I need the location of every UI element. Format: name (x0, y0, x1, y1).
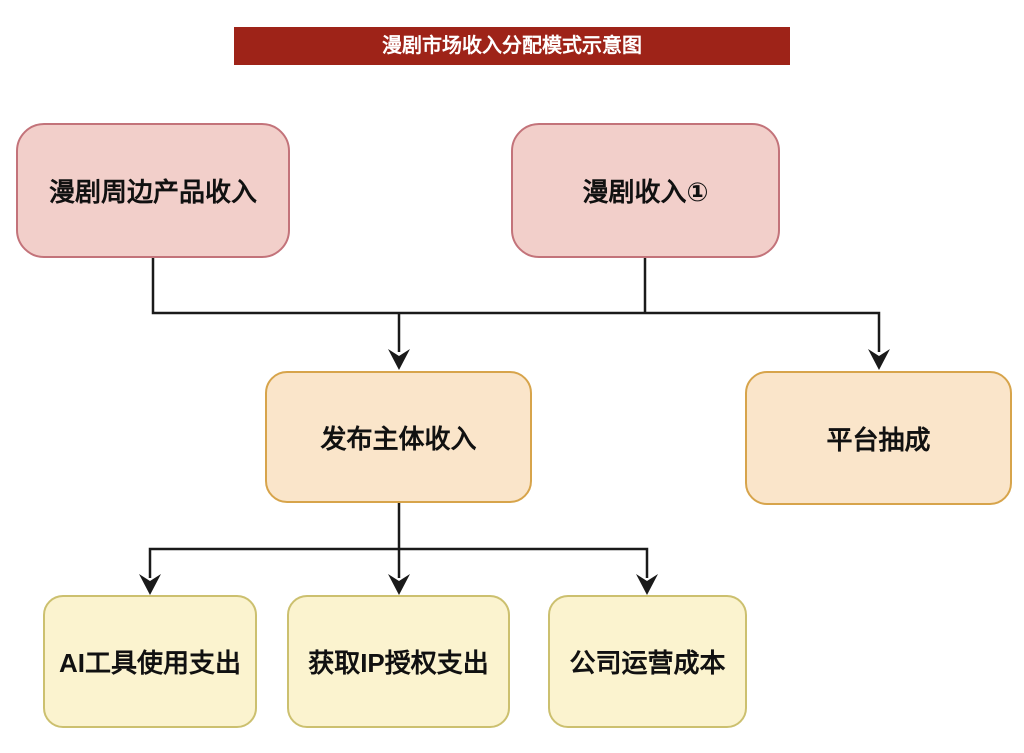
arrowhead-company-operating-cost (636, 574, 658, 595)
diagram-title: 漫剧市场收入分配模式示意图 (382, 35, 642, 57)
node-company-operating-cost-label: 公司运营成本 (569, 648, 726, 678)
node-publisher-income: 发布主体收入 (265, 371, 532, 503)
diagram-title-bar: 漫剧市场收入分配模式示意图 (234, 27, 790, 65)
node-ai-tool-expense-label: AI工具使用支出 (58, 648, 241, 678)
arrowhead-platform-cut (868, 349, 890, 370)
node-ip-license-expense-label: 获取IP授权支出 (308, 648, 489, 678)
arrowhead-ai-tool-expense (139, 574, 161, 595)
arrowhead-publisher-income (388, 349, 410, 370)
connector-merch-to-bus-and-platform (151, 258, 881, 352)
node-platform-cut-label: 平台抽成 (826, 424, 931, 455)
node-merch-income-label: 漫剧周边产品收入 (48, 177, 257, 207)
node-publisher-income-label: 发布主体收入 (320, 423, 477, 454)
node-ip-license-expense: 获取IP授权支出 (287, 595, 510, 728)
connector-bottom-bus (148, 547, 649, 578)
node-company-operating-cost: 公司运营成本 (548, 595, 747, 728)
arrowhead-ip-license-expense (388, 574, 410, 595)
node-drama-income-label: 漫剧收入① (582, 177, 709, 207)
node-platform-cut: 平台抽成 (745, 371, 1012, 505)
node-drama-income: 漫剧收入① (511, 123, 780, 258)
node-ai-tool-expense: AI工具使用支出 (43, 595, 257, 728)
node-merch-income: 漫剧周边产品收入 (16, 123, 290, 258)
